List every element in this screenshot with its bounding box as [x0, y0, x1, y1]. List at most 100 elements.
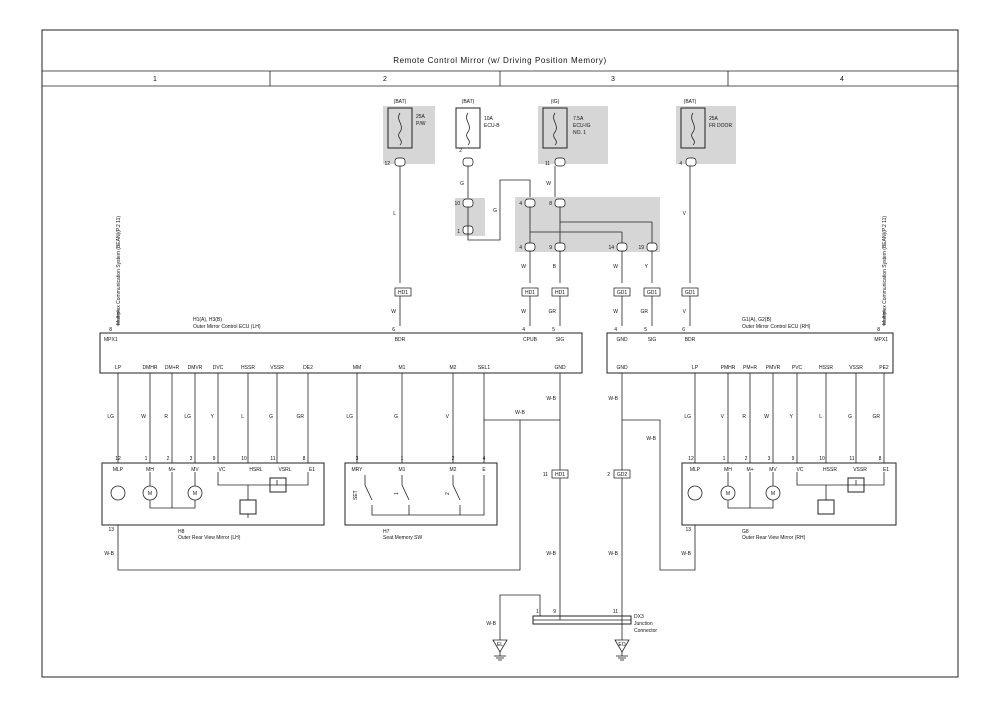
ecu-rh-bottom-pins: GND LP PMHR PM+R PMVR PVC HSSR VSSR PE2	[616, 365, 889, 371]
svg-text:2: 2	[445, 492, 451, 495]
bus-wire-labels-rh: W-B LG V R W Y L G GR W-B	[608, 396, 880, 442]
svg-text:4: 4	[519, 201, 522, 207]
svg-text:PMVR: PMVR	[766, 365, 781, 371]
svg-text:GD1: GD1	[647, 290, 658, 296]
svg-text:PMHR: PMHR	[721, 365, 736, 371]
svg-text:H8: H8	[178, 529, 185, 535]
svg-text:MH: MH	[724, 467, 732, 473]
svg-text:V: V	[446, 414, 450, 420]
svg-text:DMHR: DMHR	[143, 365, 158, 371]
svg-text:L: L	[241, 414, 244, 420]
svg-text:W-B: W-B	[681, 551, 691, 557]
svg-text:2: 2	[607, 472, 610, 478]
svg-text:GND: GND	[554, 365, 566, 371]
svg-text:M1: M1	[399, 365, 406, 371]
svg-text:GD1: GD1	[617, 290, 628, 296]
svg-text:ECU-B: ECU-B	[484, 123, 500, 129]
svg-text:V: V	[683, 211, 687, 217]
mirror-rh: MLP MH M+ MV VC HSSR VSSR E1 12 1 2 3 9 …	[681, 456, 897, 557]
svg-text:4: 4	[519, 245, 522, 251]
bus-wire-labels-lh: LG W R LG Y L G GR LG G V W-B W-B	[107, 396, 556, 420]
svg-text:HSRL: HSRL	[249, 467, 263, 473]
svg-text:CPUB: CPUB	[523, 337, 538, 343]
svg-text:E1: E1	[883, 467, 889, 473]
svg-text:19: 19	[638, 245, 644, 251]
svg-text:Outer Mirror Control ECU (RH): Outer Mirror Control ECU (RH)	[742, 324, 811, 330]
svg-text:W: W	[764, 414, 769, 420]
svg-text:MV: MV	[191, 467, 199, 473]
svg-text:EO: EO	[618, 642, 625, 648]
svg-text:W: W	[546, 181, 551, 187]
svg-text:9: 9	[213, 456, 216, 462]
ground-eo: EO	[614, 639, 630, 661]
svg-text:SEL1: SEL1	[478, 365, 490, 371]
svg-text:G: G	[848, 414, 852, 420]
svg-text:Outer Rear View Mirror (LH): Outer Rear View Mirror (LH)	[178, 535, 241, 541]
svg-text:11: 11	[613, 609, 618, 615]
svg-text:G: G	[493, 208, 497, 214]
svg-text:8: 8	[879, 456, 882, 462]
svg-text:6: 6	[682, 327, 685, 333]
svg-text:4: 4	[483, 456, 486, 462]
svg-text:MM: MM	[353, 365, 361, 371]
svg-text:VSSR: VSSR	[853, 467, 867, 473]
svg-text:MLP: MLP	[113, 467, 124, 473]
svg-text:Outer Rear View Mirror (RH): Outer Rear View Mirror (RH)	[742, 535, 806, 541]
svg-text:G: G	[460, 181, 464, 187]
svg-text:W-B: W-B	[486, 621, 496, 627]
bus-wires-rh	[621, 373, 885, 571]
svg-text:BDR: BDR	[395, 337, 406, 343]
svg-text:L: L	[393, 211, 396, 217]
svg-text:W-B: W-B	[104, 551, 114, 557]
svg-text:13: 13	[108, 527, 114, 533]
svg-text:3: 3	[190, 456, 193, 462]
svg-text:M: M	[148, 491, 152, 497]
svg-text:H7: H7	[383, 529, 390, 535]
svg-text:DMVR: DMVR	[188, 365, 203, 371]
svg-text:M+: M+	[168, 467, 175, 473]
svg-text:MLP: MLP	[690, 467, 701, 473]
svg-text:M2: M2	[450, 467, 457, 473]
svg-text:MV: MV	[769, 467, 777, 473]
svg-text:14: 14	[608, 245, 614, 251]
ecu-rh: G1(A), G2(B) Outer Mirror Control ECU (R…	[606, 317, 894, 374]
svg-text:1: 1	[145, 456, 148, 462]
svg-text:W-B: W-B	[608, 396, 618, 402]
svg-text:VSSR: VSSR	[849, 365, 863, 371]
svg-text:DE2: DE2	[303, 365, 313, 371]
fuse-frdoor: (BAT) 25A FR DOOR 4	[676, 99, 736, 167]
svg-text:M1: M1	[399, 467, 406, 473]
svg-text:LG: LG	[107, 414, 114, 420]
svg-text:PE2: PE2	[879, 365, 889, 371]
connector-row-top: HD1 HD1 HD1 GD1 GD1 GD1	[394, 287, 699, 297]
mirror-lh: MLP MH M+ MV VC HSRL VSRL E1 12 1 2 3 9 …	[101, 456, 325, 557]
svg-text:PM+R: PM+R	[743, 365, 757, 371]
column-label-1: 1	[153, 76, 157, 83]
svg-text:MPX1: MPX1	[874, 337, 888, 343]
svg-text:H1(A), H3(B): H1(A), H3(B)	[193, 317, 222, 323]
svg-text:GR: GR	[297, 414, 305, 420]
svg-text:P/W: P/W	[416, 121, 426, 127]
svg-text:2: 2	[459, 148, 462, 154]
fuse-pw: (BAT) 25A P/W 12	[383, 99, 435, 167]
svg-text:DVC: DVC	[213, 365, 224, 371]
column-label-4: 4	[840, 76, 844, 83]
svg-text:12: 12	[115, 456, 121, 462]
seat-memory-switch: MRY M1 M2 E 3 1 2 4 SET 1 2 H7 Seat Memo…	[344, 456, 498, 541]
svg-text:LG: LG	[684, 414, 691, 420]
svg-text:V: V	[683, 309, 687, 315]
diagram-frame	[41, 29, 959, 678]
svg-text:9: 9	[553, 609, 556, 615]
svg-text:25A: 25A	[709, 116, 719, 122]
svg-text:(BAT): (BAT)	[462, 99, 475, 105]
svg-text:1: 1	[723, 456, 726, 462]
svg-text:MPX1: MPX1	[104, 337, 118, 343]
svg-text:LG: LG	[184, 414, 191, 420]
junction-block-right: 4 8 4 9 14 19	[515, 197, 660, 252]
svg-text:4: 4	[522, 327, 525, 333]
svg-text:ECU-IG: ECU-IG	[573, 123, 591, 129]
svg-text:M: M	[771, 491, 775, 497]
svg-text:13: 13	[685, 527, 691, 533]
junction-block-left: 10 1	[454, 179, 531, 241]
column-label-2: 2	[383, 76, 387, 83]
